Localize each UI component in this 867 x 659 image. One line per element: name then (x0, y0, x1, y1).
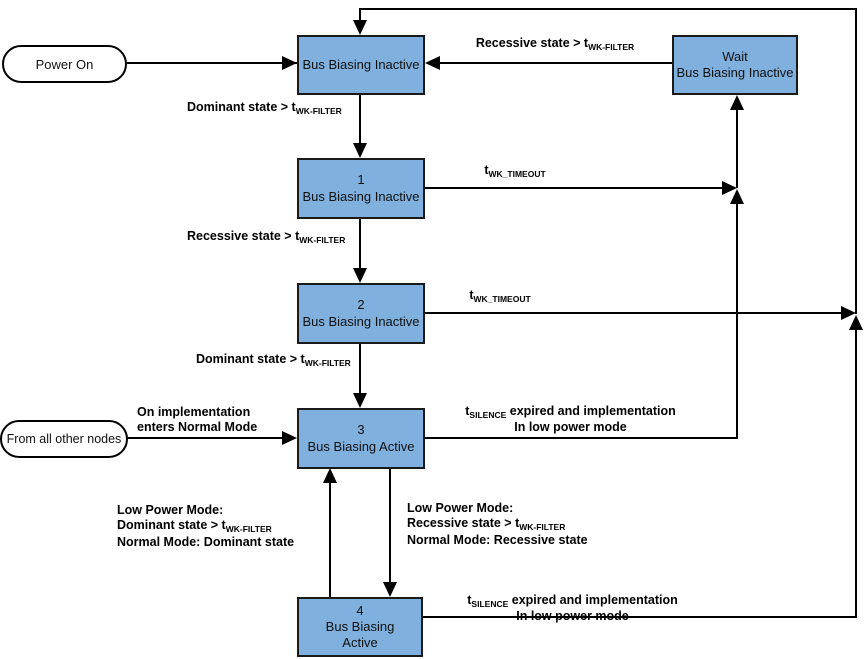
edge-3-to-4-down (389, 469, 391, 583)
edge-right-vertical-upper (855, 8, 857, 314)
arrowhead-right-icon (282, 56, 297, 70)
edge-feedback-down-segment (359, 8, 361, 21)
label-line1: Low Power Mode: (117, 503, 224, 517)
arrowhead-up-icon (730, 95, 744, 110)
label-line1: On implementation (137, 405, 251, 419)
arrowhead-down-icon (353, 143, 367, 158)
edge-1-to-2 (359, 219, 361, 268)
label-silence-3: tSILENCE expired and implementation In l… (428, 404, 713, 436)
edge-3-silence-horizontal (425, 437, 738, 439)
label-subscript: SILENCE (469, 410, 507, 420)
label-text: t (467, 593, 472, 607)
edge-4-silence-horizontal (423, 616, 857, 618)
arrowhead-down-icon (383, 582, 397, 597)
edge-mid-vertical-lower (736, 204, 738, 439)
label-subscript: SILENCE (471, 599, 509, 609)
label-silence-4: tSILENCE expired and implementation In l… (430, 593, 715, 625)
edge-1-timeout (425, 187, 723, 189)
label-subscript: WK-FILTER (519, 522, 566, 533)
state-number: 4 (356, 602, 364, 618)
start-node-label: From all other nodes (6, 432, 122, 446)
state-2-bus-biasing-inactive: 2 Bus Biasing Inactive (297, 283, 425, 344)
state-wait-bus-biasing-inactive: Wait Bus Biasing Inactive (672, 35, 798, 95)
edge-2-timeout (425, 312, 841, 314)
state-4-bus-biasing-active: 4 Bus Biasing Active (297, 597, 423, 657)
state-name: Bus Biasing Inactive (302, 56, 420, 72)
arrowhead-down-icon (353, 268, 367, 283)
edge-feedback-top-horizontal (359, 8, 856, 10)
label-subscript: WK-FILTER (588, 42, 635, 52)
state-1-bus-biasing-inactive: 1 Bus Biasing Inactive (297, 158, 425, 219)
label-text: expired and implementation (508, 593, 678, 607)
label-line2: In low power mode (516, 609, 629, 624)
label-subscript: WK-FILTER (225, 524, 272, 535)
label-subscript: WK-FILTER (304, 358, 351, 368)
state-name-line2: Bus Biasing Inactive (676, 65, 794, 80)
label-dominant-2-to-3: Dominant state > tWK-FILTER (196, 352, 351, 368)
label-subscript: WK_TIMEOUT (473, 294, 531, 304)
edge-top-to-1 (359, 95, 361, 143)
label-recessive-wait-to-top: Recessive state > tWK-FILTER (440, 36, 670, 52)
arrowhead-left-icon (425, 56, 440, 70)
label-line1: Low Power Mode: (407, 501, 514, 515)
label-dominant-top-to-1: Dominant state > tWK-FILTER (187, 100, 342, 116)
label-low-power-right: Low Power Mode: Recessive state > tWK-FI… (407, 501, 588, 548)
label-text: Recessive state > t (475, 36, 589, 50)
label-subscript: WK_TIMEOUT (488, 169, 546, 179)
state-3-bus-biasing-active: 3 Bus Biasing Active (297, 408, 425, 469)
label-enters-normal-mode: On implementation enters Normal Mode (137, 405, 257, 436)
label-text: t (465, 404, 470, 418)
label-text: Dominant state > t (117, 518, 226, 533)
edge-right-vertical-lower (855, 330, 857, 618)
label-line2: In low power mode (514, 420, 627, 435)
label-low-power-left: Low Power Mode: Dominant state > tWK-FIL… (117, 503, 294, 550)
state-name: Bus Biasing Active (307, 438, 415, 454)
state-name-line1: Bus Biasing (325, 618, 395, 634)
edge-2-to-3 (359, 344, 361, 393)
state-number: 2 (357, 297, 365, 313)
label-recessive-1-to-2: Recessive state > tWK-FILTER (187, 229, 345, 245)
state-name: Bus Biasing Inactive (302, 313, 420, 329)
label-subscript: WK-FILTER (295, 106, 342, 116)
arrowhead-up-icon (730, 189, 744, 204)
label-line3: Normal Mode: Dominant state (117, 534, 295, 549)
label-text: Dominant state > t (187, 100, 296, 114)
edge-4-to-3-up (329, 483, 331, 597)
state-name-line1: Wait (722, 48, 748, 64)
label-line2: Dominant state > tWK-FILTER (117, 518, 294, 534)
start-node-from-all-other-nodes: From all other nodes (0, 420, 128, 458)
label-text: Recessive state > t (407, 516, 520, 531)
label-text: t (469, 288, 474, 302)
start-node-label: Power On (35, 56, 94, 72)
state-number: 3 (357, 422, 365, 438)
label-line2: enters Normal Mode (137, 420, 258, 435)
arrowhead-right-icon (841, 306, 856, 320)
edge-wait-to-top (440, 62, 672, 64)
arrowhead-down-icon (353, 393, 367, 408)
label-line1: tSILENCE expired and implementation (430, 593, 715, 609)
label-line1: tSILENCE expired and implementation (428, 404, 713, 420)
label-wk-timeout-2: tWK_TIMEOUT (415, 288, 585, 304)
label-text: t (484, 163, 489, 177)
state-name-line2: Active (342, 635, 378, 651)
label-text: Recessive state > t (187, 229, 300, 243)
arrowhead-down-icon (353, 20, 367, 35)
edge-mid-vertical-upper (736, 108, 738, 188)
state-name: Bus Biasing Inactive (302, 188, 420, 204)
state-number: 1 (357, 172, 365, 188)
edge-power-on-to-top (127, 62, 297, 64)
label-subscript: WK-FILTER (299, 235, 346, 245)
state-bus-biasing-inactive-top: Bus Biasing Inactive (297, 35, 425, 95)
label-text: expired and implementation (506, 404, 676, 418)
label-text: Dominant state > t (196, 352, 305, 366)
start-node-power-on: Power On (2, 45, 127, 83)
label-line3: Normal Mode: Recessive state (407, 532, 588, 547)
label-wk-timeout-1: tWK_TIMEOUT (430, 163, 600, 179)
label-line2: Recessive state > tWK-FILTER (407, 516, 588, 532)
arrowhead-up-icon (323, 468, 337, 483)
edge-nodes-to-3 (128, 437, 282, 439)
arrowhead-right-icon (282, 431, 297, 445)
